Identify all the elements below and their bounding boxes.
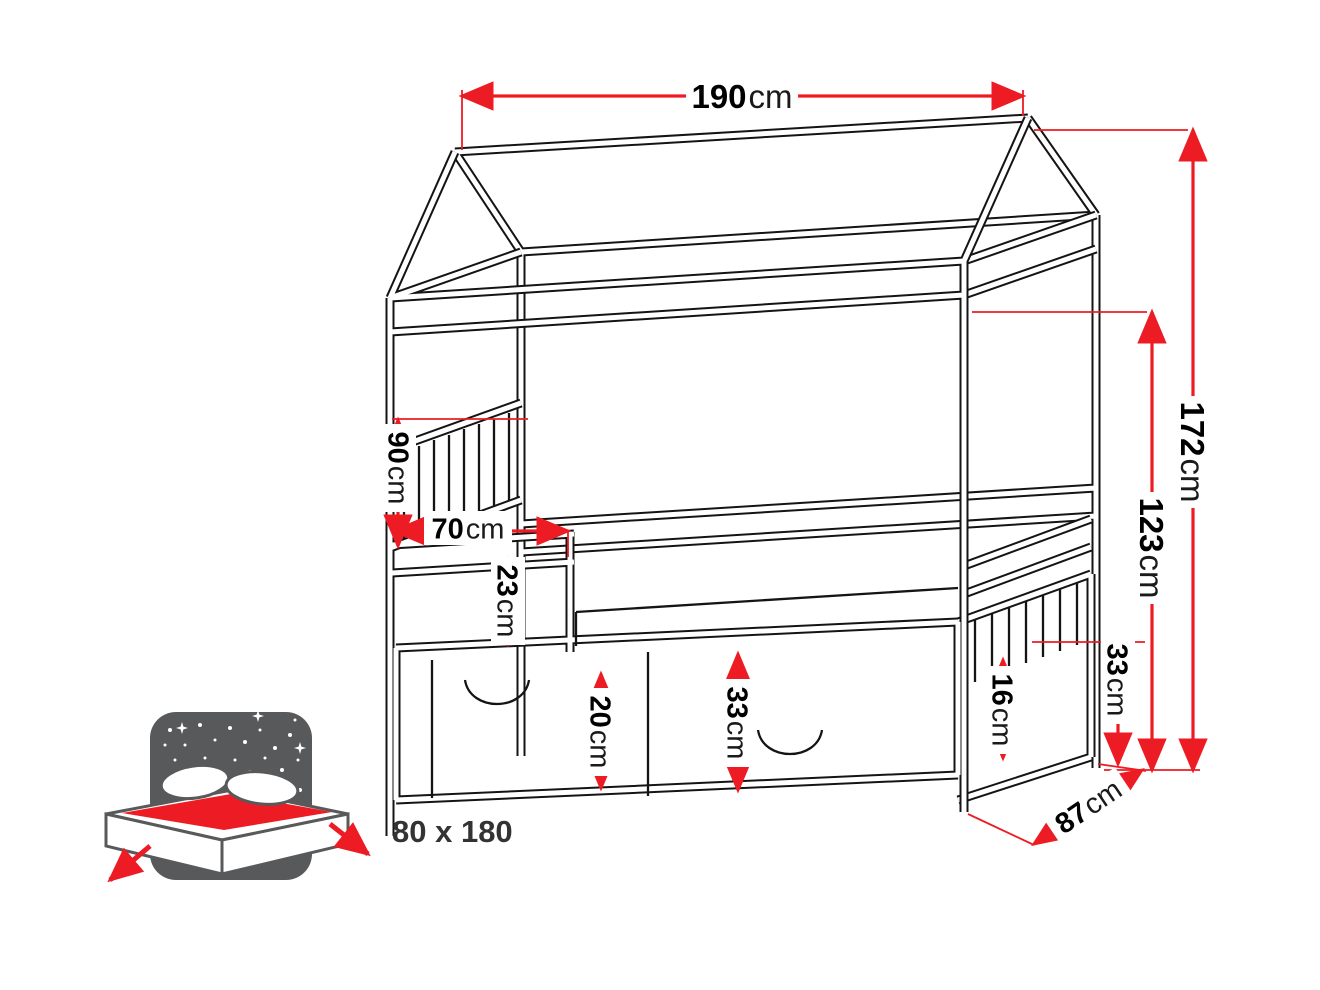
frame-right-end — [956, 210, 1098, 805]
mattress-edge — [574, 586, 959, 646]
svg-text:90cm: 90cm — [382, 432, 414, 505]
dim-label-depth: 87cm — [1042, 767, 1134, 845]
svg-text:20cm: 20cm — [584, 696, 616, 769]
svg-text:23cm: 23cm — [491, 565, 523, 638]
length-arrow-icon — [328, 822, 371, 857]
extension-lines — [392, 90, 1200, 846]
dim-label-headboard: 90cm — [382, 424, 416, 512]
svg-text:16cm: 16cm — [986, 674, 1018, 747]
dim-label-rail-length: 70cm — [424, 511, 512, 545]
dimension-labels: 190cm 172cm 123cm 90cm 70cm 23cm 20cm 3 — [382, 77, 1212, 845]
width-arrow-icon — [107, 844, 152, 883]
dim-label-drawer-height: 20cm — [584, 688, 618, 776]
dim-label-rail-height: 23cm — [491, 557, 525, 645]
drawer-divider — [430, 652, 650, 798]
dim-label-base-height: 33cm — [721, 679, 755, 767]
dim-label-total-height: 172cm — [1174, 396, 1212, 508]
house-bed-drawing — [385, 113, 1101, 836]
svg-text:190cm: 190cm — [691, 78, 792, 115]
dimension-lines — [383, 81, 1208, 846]
dim-label-footboard: 16cm — [986, 666, 1020, 754]
dim-label-side-height: 33cm — [1101, 636, 1135, 724]
svg-text:33cm: 33cm — [1101, 644, 1133, 717]
pillows — [159, 763, 300, 806]
dim-label-frame-height: 123cm — [1133, 492, 1171, 604]
svg-text:87cm: 87cm — [1050, 774, 1128, 841]
svg-text:70cm: 70cm — [432, 513, 505, 545]
mattress-size-label: 80 x 180 — [392, 814, 513, 849]
size-arrows — [107, 822, 371, 883]
drawer-handle-left — [463, 679, 531, 705]
frame-front — [385, 116, 1033, 836]
footboard-slats — [973, 583, 1079, 682]
svg-text:123cm: 123cm — [1133, 497, 1170, 598]
drawers — [430, 652, 824, 798]
svg-text:33cm: 33cm — [721, 687, 753, 760]
dim-label-length: 190cm — [686, 77, 798, 115]
drawer-handle-right — [756, 729, 824, 755]
mattress-size-icon: 80 x 180 — [104, 710, 513, 883]
svg-text:172cm: 172cm — [1174, 401, 1211, 502]
